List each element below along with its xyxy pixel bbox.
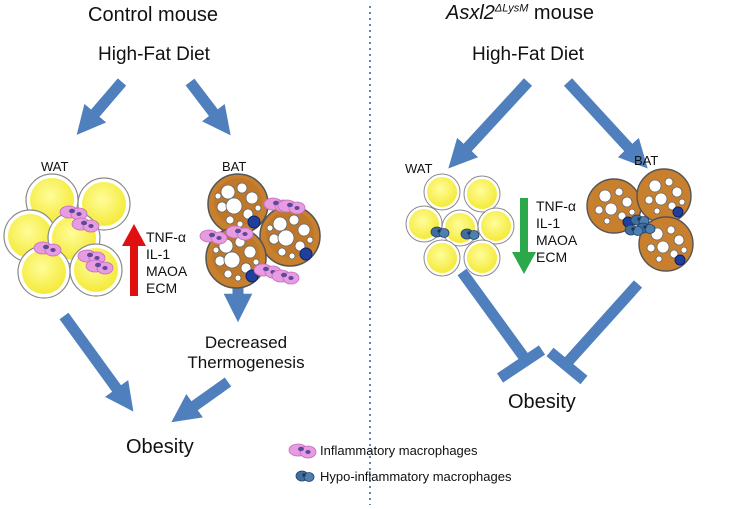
- diet-to-wat-arrow-asxl2: [448, 78, 533, 169]
- control-panel-title: Control mouse: [88, 4, 219, 26]
- marker-maoa: MAOA: [536, 232, 578, 248]
- marker-decrease-arrow: [512, 198, 536, 274]
- control-diet-label: High-Fat Diet: [98, 44, 210, 65]
- therm-line-1: Decreased: [204, 333, 288, 352]
- asxl2-wat-adipocytes: [405, 173, 515, 277]
- asxl2-marker-list: TNF-α IL-1 MAOA ECM: [536, 198, 577, 266]
- asxl2-obesity-label: Obesity: [508, 391, 576, 413]
- decreased-thermogenesis-label: Decreased Thermogenesis: [176, 333, 316, 373]
- asxl2-gene-name: Asxl2: [446, 2, 495, 24]
- marker-maoa: MAOA: [146, 263, 188, 279]
- legend-inflammatory-label: Inflammatory macrophages: [320, 443, 478, 458]
- marker-ecm: ECM: [536, 249, 568, 265]
- control-bat-label: BAT: [222, 159, 247, 174]
- marker-il1: IL-1: [536, 215, 561, 231]
- marker-il1: IL-1: [146, 246, 171, 262]
- marker-increase-arrow: [122, 224, 146, 296]
- marker-tnf: TNF-α: [536, 198, 576, 214]
- control-obesity-label: Obesity: [126, 436, 194, 458]
- asxl2-wat-label: WAT: [405, 161, 433, 176]
- diet-to-bat-arrow: [185, 78, 231, 136]
- asxl2-title-suffix: mouse: [528, 2, 594, 24]
- control-wat-label: WAT: [41, 159, 69, 174]
- asxl2-gene-superscript: ΔLysM: [494, 2, 529, 15]
- bat-blocks-obesity-inhibitor: [546, 280, 643, 385]
- control-wat-adipocytes: [3, 173, 131, 299]
- thermogenesis-to-obesity-arrow: [171, 377, 232, 423]
- control-marker-list: TNF-α IL-1 MAOA ECM: [146, 229, 187, 297]
- therm-line-2: Thermogenesis: [187, 353, 305, 372]
- legend-hypo-swatch: [295, 470, 315, 482]
- diet-to-wat-arrow: [76, 78, 127, 135]
- asxl2-panel-title: Asxl2ΔLysM mouse: [446, 2, 594, 25]
- legend-inflammatory-swatch: [288, 443, 317, 459]
- asxl2-diet-label: High-Fat Diet: [472, 44, 584, 65]
- diet-to-bat-arrow-asxl2: [563, 78, 648, 169]
- marker-ecm: ECM: [146, 280, 178, 296]
- asxl2-bat-label: BAT: [634, 153, 659, 168]
- wat-blocks-obesity-inhibitor: [457, 268, 546, 383]
- marker-tnf: TNF-α: [146, 229, 186, 245]
- wat-to-obesity-arrow: [59, 312, 134, 412]
- legend-hypo-label: Hypo-inflammatory macrophages: [320, 469, 512, 484]
